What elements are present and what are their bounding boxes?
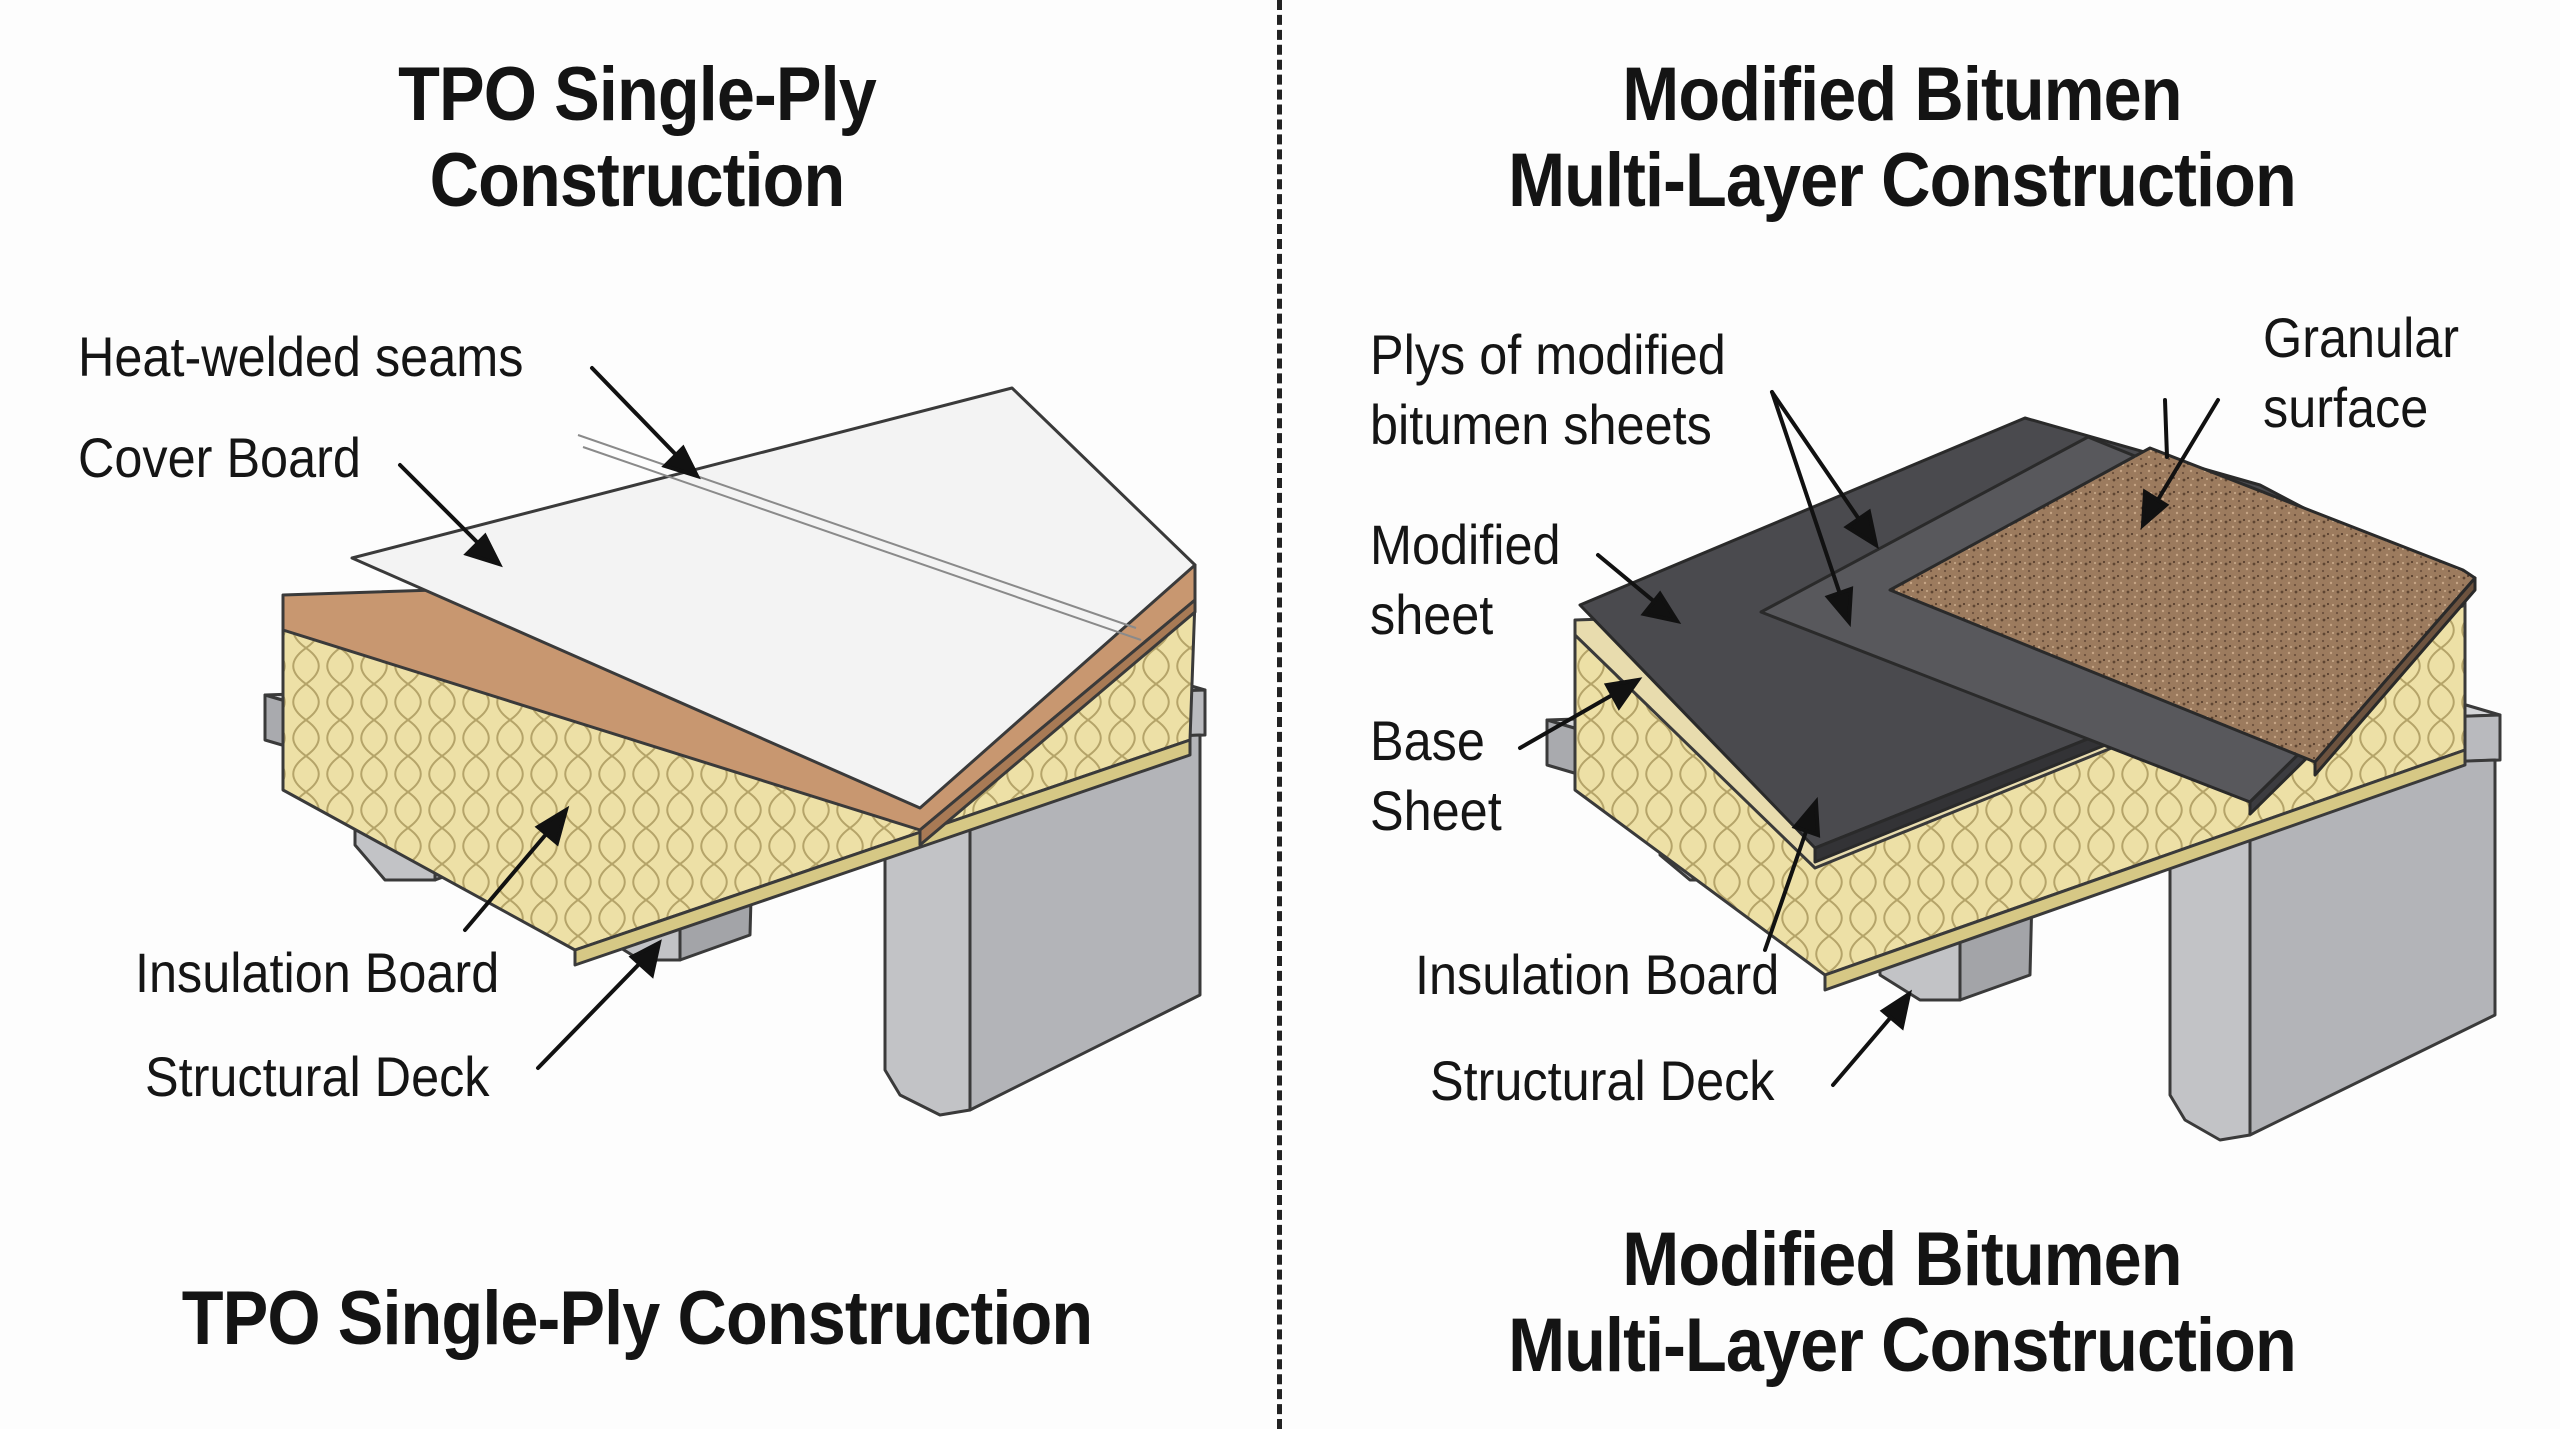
tpo-assembly-illustration <box>263 366 1207 1117</box>
tpo-title: TPO Single-Ply Construction <box>398 52 877 223</box>
panel-divider <box>1277 0 1282 1429</box>
leader-lines <box>398 366 701 1070</box>
label-heat-welded-seams: Heat-welded seams <box>78 325 524 388</box>
modbit-assembly-illustration <box>1518 390 2502 1142</box>
label-structural-deck: Structural Deck <box>145 1045 490 1108</box>
label-insulation-board: Insulation Board <box>135 941 500 1004</box>
label-structural-deck: Structural Deck <box>1430 1049 1775 1112</box>
modbit-caption: Modified Bitumen Multi-Layer Constructio… <box>1508 1217 2297 1388</box>
modbit-title: Modified Bitumen Multi-Layer Constructio… <box>1508 52 2297 223</box>
granular-surface <box>1888 446 2477 777</box>
label-modified-sheet: Modified sheet <box>1370 513 1561 646</box>
leader-lines <box>1518 390 2220 1087</box>
tpo-panel: TPO Single-Ply Construction <box>0 0 1275 1429</box>
label-granular-surface: Granular surface <box>2263 306 2460 439</box>
modified-bitumen-panel: Modified Bitumen Multi-Layer Constructio… <box>1285 0 2560 1429</box>
tpo-caption: TPO Single-Ply Construction <box>181 1276 1093 1361</box>
label-plys-of-modified-bitumen-sheets: Plys of modified bitumen sheets <box>1370 323 1726 456</box>
label-base-sheet: Base Sheet <box>1370 709 1502 842</box>
label-cover-board: Cover Board <box>78 426 361 489</box>
label-insulation-board: Insulation Board <box>1415 943 1780 1006</box>
